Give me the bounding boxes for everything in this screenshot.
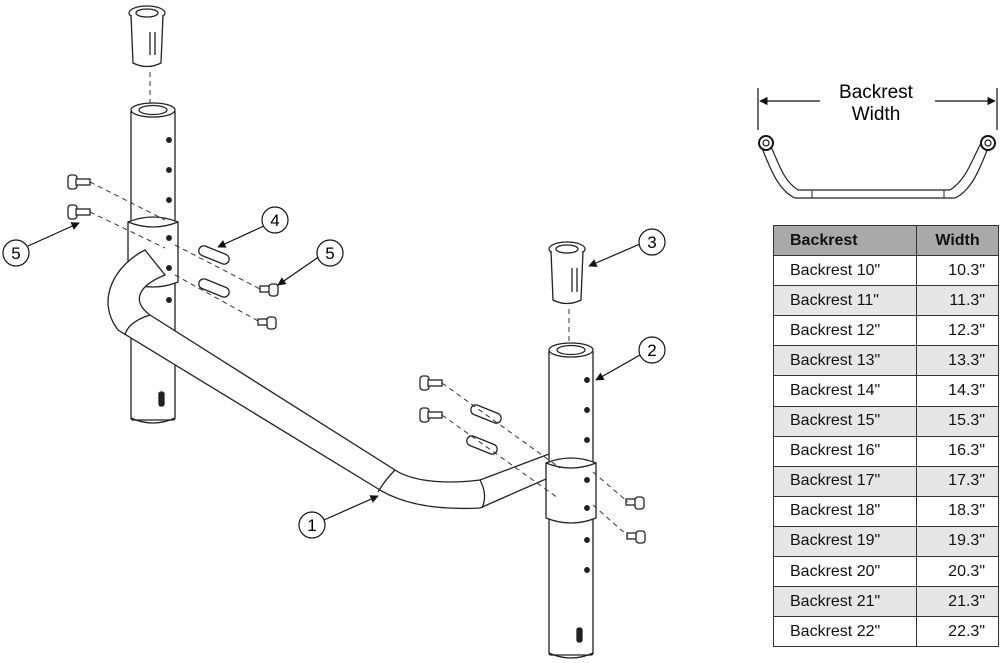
table-row: Backrest 21"21.3" <box>773 586 999 618</box>
cell-width: 17.3" <box>916 465 999 497</box>
cell-backrest: Backrest 20" <box>773 556 917 588</box>
cell-width: 22.3" <box>916 616 999 648</box>
alignment-lines <box>89 72 629 537</box>
inset-label-line2: Width <box>852 104 901 125</box>
table-row: Backrest 17"17.3" <box>773 465 999 497</box>
hardware-right <box>419 375 646 544</box>
callout-3: 3 <box>638 228 666 256</box>
table-row: Backrest 20"20.3" <box>773 556 999 588</box>
cell-backrest: Backrest 17" <box>773 465 917 497</box>
table-row: Backrest 14"14.3" <box>773 375 999 407</box>
callout-1: 1 <box>298 511 326 539</box>
backrest-width-table: Backrest Width Backrest 10"10.3"Backrest… <box>773 224 999 648</box>
cell-width: 13.3" <box>916 345 999 377</box>
cell-backrest: Backrest 22" <box>773 616 917 648</box>
cell-backrest: Backrest 15" <box>773 405 917 437</box>
cell-backrest: Backrest 16" <box>773 435 917 467</box>
callout-2: 2 <box>638 336 666 364</box>
cell-backrest: Backrest 13" <box>773 345 917 377</box>
top-cap-right <box>548 241 586 305</box>
callout-leaders <box>27 222 641 521</box>
cell-width: 12.3" <box>916 315 999 347</box>
svg-text:2: 2 <box>647 341 656 360</box>
callout-5-right: 5 <box>316 239 344 267</box>
table-header-row: Backrest Width <box>773 224 999 257</box>
cell-width: 18.3" <box>916 495 999 527</box>
table-row: Backrest 22"22.3" <box>773 616 999 648</box>
svg-text:1: 1 <box>307 516 316 535</box>
cell-width: 14.3" <box>916 375 999 407</box>
table-row: Backrest 12"12.3" <box>773 315 999 347</box>
cell-backrest: Backrest 21" <box>773 586 917 618</box>
column-header-width: Width <box>916 224 999 257</box>
table-row: Backrest 10"10.3" <box>773 255 999 287</box>
cell-backrest: Backrest 19" <box>773 525 917 558</box>
callout-5-left: 5 <box>2 239 30 267</box>
callout-4: 4 <box>261 206 289 234</box>
table-body: Backrest 10"10.3"Backrest 11"11.3"Backre… <box>773 255 999 648</box>
cell-width: 11.3" <box>916 285 999 317</box>
table-row: Backrest 11"11.3" <box>773 285 999 317</box>
svg-text:5: 5 <box>325 244 334 263</box>
backrest-width-inset: Backrest Width <box>757 82 998 199</box>
column-header-backrest: Backrest <box>773 224 917 257</box>
hardware-left <box>67 174 279 330</box>
cell-width: 21.3" <box>916 586 999 618</box>
cell-backrest: Backrest 11" <box>773 285 917 317</box>
cell-width: 19.3" <box>916 525 999 558</box>
cell-width: 20.3" <box>916 556 999 588</box>
cell-backrest: Backrest 18" <box>773 495 917 527</box>
cell-backrest: Backrest 10" <box>773 255 917 287</box>
table-row: Backrest 13"13.3" <box>773 345 999 377</box>
svg-text:4: 4 <box>270 211 279 230</box>
backrest-bar <box>107 249 567 510</box>
cell-width: 16.3" <box>916 435 999 467</box>
inset-label-line1: Backrest <box>839 82 914 103</box>
cell-backrest: Backrest 14" <box>773 375 917 407</box>
table-row: Backrest 18"18.3" <box>773 495 999 527</box>
cell-width: 10.3" <box>916 255 999 287</box>
svg-text:5: 5 <box>11 244 20 263</box>
cell-backrest: Backrest 12" <box>773 315 917 347</box>
table-row: Backrest 16"16.3" <box>773 435 999 467</box>
svg-text:3: 3 <box>647 233 656 252</box>
right-upright-tube <box>545 342 597 659</box>
table-row: Backrest 19"19.3" <box>773 525 999 558</box>
cell-width: 15.3" <box>916 405 999 437</box>
top-cap-left <box>128 5 166 68</box>
table-row: Backrest 15"15.3" <box>773 405 999 437</box>
